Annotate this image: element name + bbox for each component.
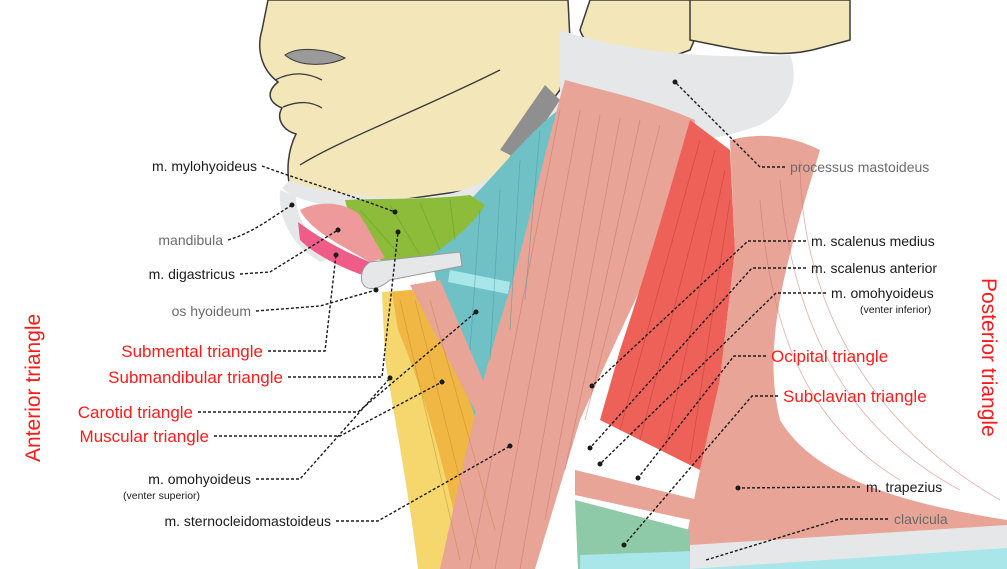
label-os-hyoideum: os hyoideum	[172, 303, 251, 319]
label-clavicula: clavicula	[894, 511, 948, 527]
label-submental-triangle: Submental triangle	[121, 342, 263, 361]
label-posterior-triangle: Posterior triangle	[977, 278, 1000, 437]
label-carotid-triangle: Carotid triangle	[78, 403, 193, 422]
label-processus-mastoideus: processus mastoideus	[790, 159, 929, 175]
label-mylohyoideus: m. mylohyoideus	[152, 158, 257, 174]
label-omohyoideus-inferior: m. omohyoideus	[831, 285, 934, 301]
label-anterior-triangle: Anterior triangle	[22, 314, 45, 462]
label-submandibular-triangle: Submandibular triangle	[108, 368, 283, 387]
label-trapezius: m. trapezius	[866, 479, 942, 495]
label-omohyoideus-inferior-note: (venter inferior)	[860, 304, 931, 316]
label-omohyoideus-superior-note: (venter superior)	[123, 490, 200, 502]
label-occipital-triangle: Ocipital triangle	[771, 347, 888, 366]
label-scalenus-anterior: m. scalenus anterior	[811, 260, 937, 276]
label-scalenus-medius: m. scalenus medius	[811, 233, 935, 249]
head-back-skin	[690, 0, 850, 53]
label-muscular-triangle: Muscular triangle	[80, 427, 209, 446]
label-omohyoideus-superior: m. omohyoideus	[148, 471, 251, 487]
label-digastricus: m. digastricus	[149, 266, 235, 282]
label-sternocleidomastoideus: m. sternocleidomastoideus	[164, 513, 331, 529]
label-subclavian-triangle: Subclavian triangle	[783, 387, 927, 406]
label-mandibula: mandibula	[158, 232, 223, 248]
